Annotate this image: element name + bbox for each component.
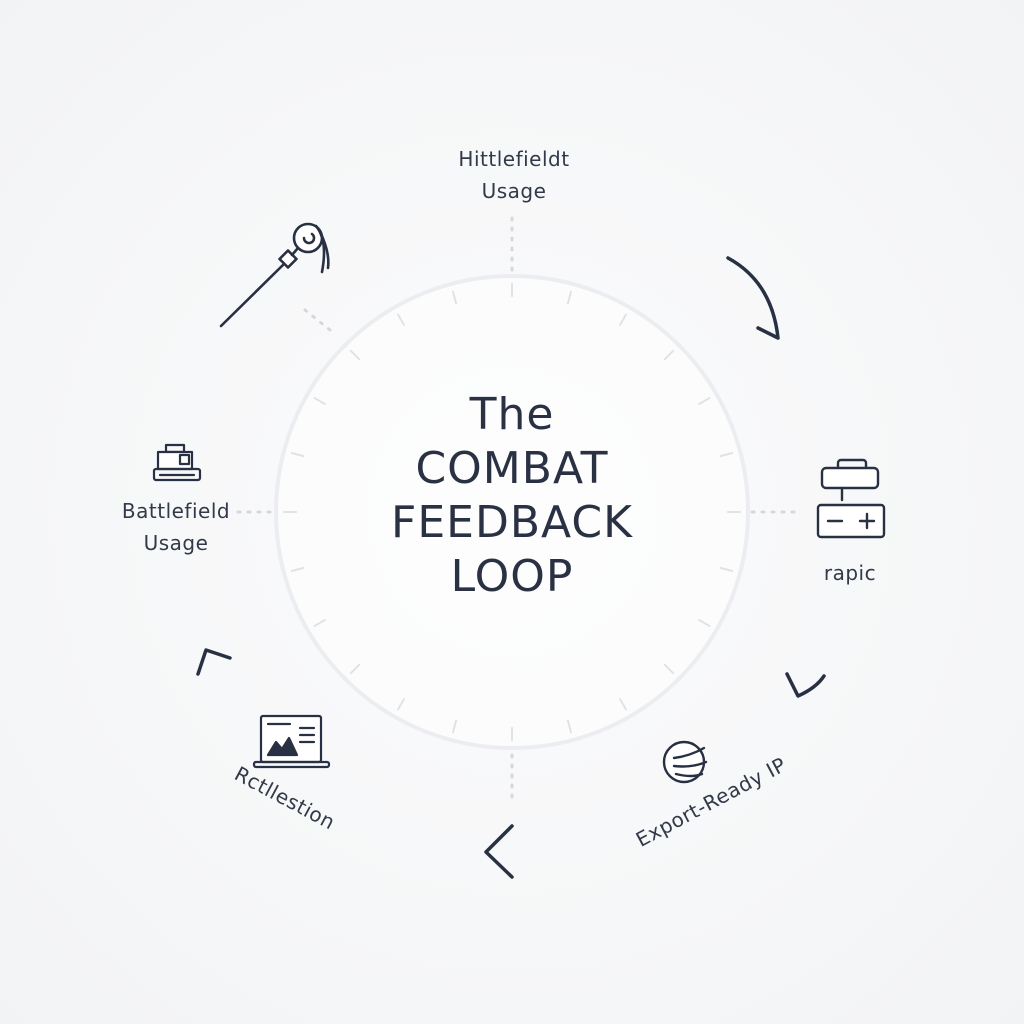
- ring-tick: [663, 663, 675, 675]
- ring-tick: [349, 349, 361, 361]
- title-line-4: LOOP: [450, 551, 574, 602]
- tank-icon: [152, 443, 202, 482]
- ring-tick: [663, 349, 675, 361]
- ring-tick: [349, 663, 361, 675]
- node-right-label: rapic: [790, 557, 910, 589]
- ring-tick: [313, 397, 326, 405]
- probe-icon: [219, 222, 330, 328]
- ring-tick: [619, 698, 627, 711]
- ring-tick: [451, 290, 458, 305]
- node-left-line-1: Battlefield: [121, 499, 231, 523]
- globe-icon: [662, 740, 708, 784]
- ring-tick: [290, 566, 305, 573]
- ring-tick: [698, 619, 711, 627]
- arc-arrow-top-right: [726, 256, 780, 340]
- ring-tick: [719, 566, 734, 573]
- node-top-line-2: Usage: [481, 179, 547, 203]
- title-line-2: COMBAT: [415, 443, 609, 494]
- title-line-3: FEEDBACK: [391, 497, 633, 548]
- outer-halo: [274, 274, 750, 750]
- title-line-1: The: [469, 389, 555, 440]
- node-top-label: Hittlefieldt Usage: [414, 143, 614, 207]
- node-left-label: Battlefield Usage: [86, 495, 266, 559]
- node-left-line-2: Usage: [143, 531, 209, 555]
- arc-arrow-bottom-right: [785, 672, 826, 698]
- ring-tick: [566, 290, 573, 305]
- laptop-chart-icon: [252, 714, 331, 769]
- ring-tick: [698, 397, 711, 405]
- connector-top-left: [303, 308, 332, 332]
- ring-tick: [619, 313, 627, 326]
- node-right-text: rapic: [823, 561, 877, 585]
- chevron-bottom: [484, 824, 514, 879]
- ring-tick: [313, 619, 326, 627]
- battery-icon: [816, 458, 886, 539]
- chevron-bottom-left: [196, 648, 232, 676]
- loop-ring: [274, 274, 750, 750]
- ring-tick: [566, 719, 573, 734]
- ring-tick: [719, 451, 734, 458]
- ring-tick: [451, 719, 458, 734]
- ring-tick: [397, 313, 405, 326]
- page-title: The COMBAT FEEDBACK LOOP: [312, 388, 712, 604]
- ring-tick: [397, 698, 405, 711]
- ring-tick: [290, 451, 305, 458]
- ring-ticks: [283, 283, 741, 741]
- node-top-line-1: Hittlefieldt: [458, 147, 570, 171]
